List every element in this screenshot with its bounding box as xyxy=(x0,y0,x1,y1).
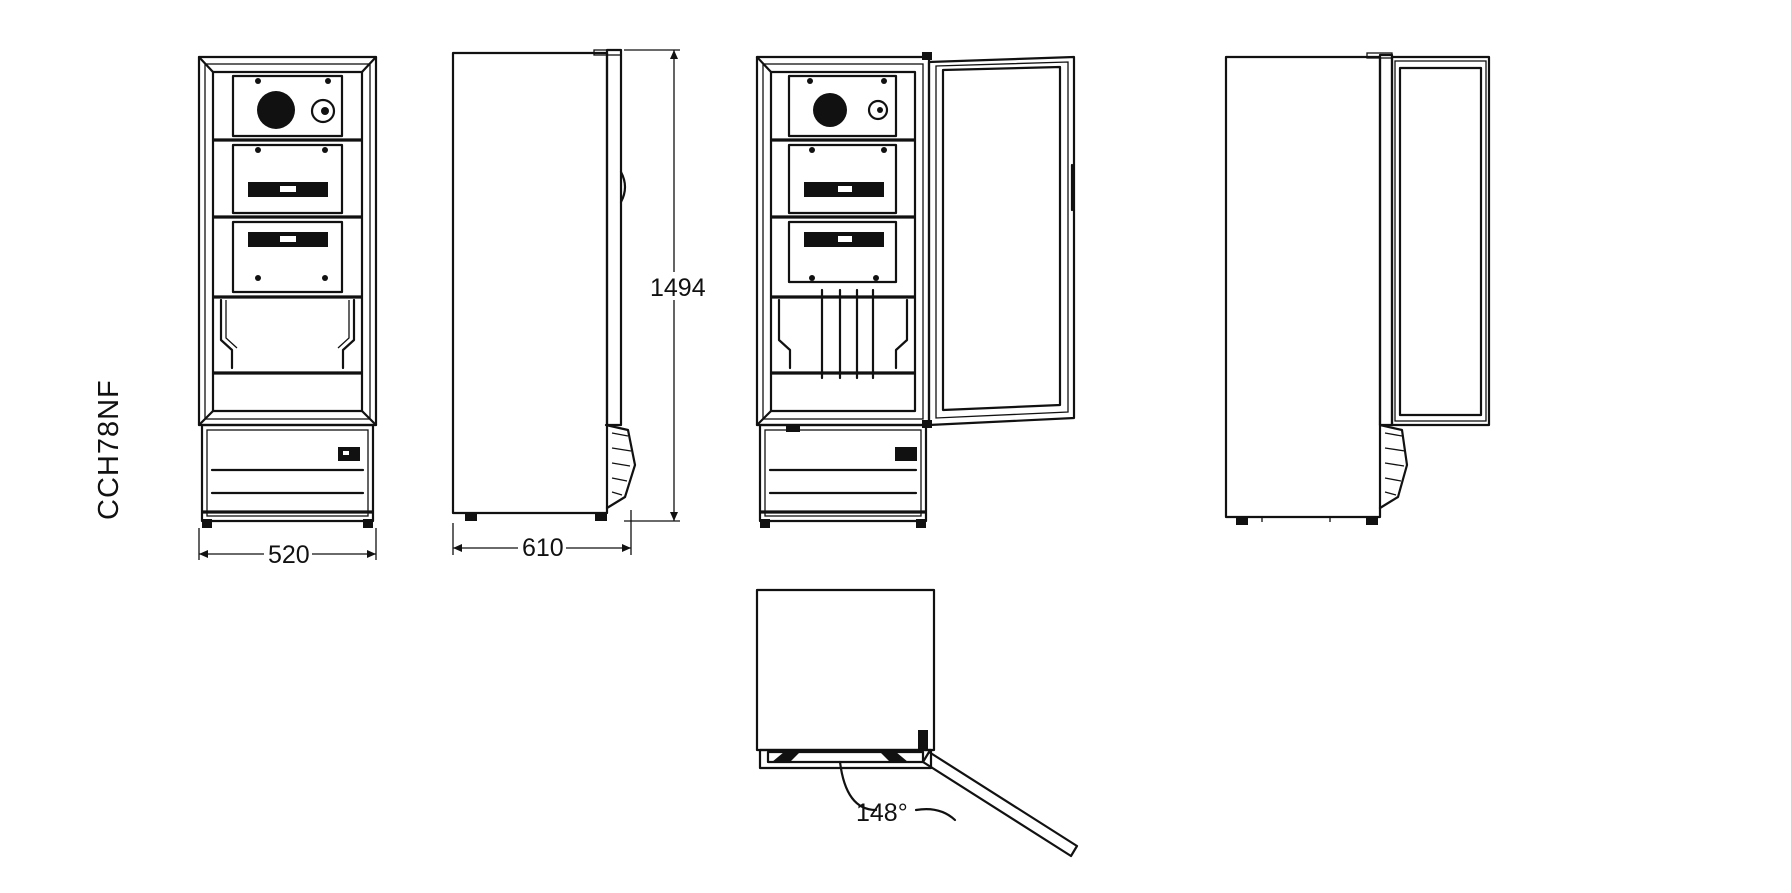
model-label: CCH78NF xyxy=(93,379,125,520)
fan-icon xyxy=(257,91,295,129)
thermostat-icon xyxy=(310,98,336,124)
height-value: 1494 xyxy=(650,274,706,302)
front-open-view xyxy=(755,52,1076,528)
side-open-view xyxy=(1224,52,1491,525)
width-dimension: 520 xyxy=(198,528,377,569)
height-dimension: 1494 xyxy=(624,49,706,522)
depth-value: 610 xyxy=(522,534,564,562)
side-view xyxy=(451,48,637,521)
front-view xyxy=(197,55,378,528)
top-view: 148° xyxy=(755,588,1079,858)
door-angle-value: 148° xyxy=(856,799,908,827)
depth-dimension: 610 xyxy=(452,510,632,562)
width-value: 520 xyxy=(268,541,310,569)
